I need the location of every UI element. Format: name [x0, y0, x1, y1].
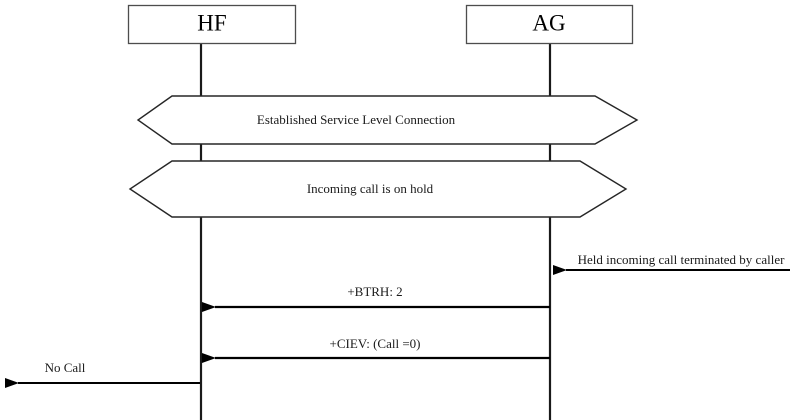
participant-label-hf: HF	[197, 10, 226, 35]
message-btrh: +BTRH: 2	[202, 284, 550, 312]
message-label-ciev: +CIEV: (Call =0)	[330, 336, 421, 351]
external-event-no-call: No Call	[4, 360, 200, 388]
frame-label-established: Established Service Level Connection	[257, 112, 456, 127]
message-label-btrh: +BTRH: 2	[347, 284, 402, 299]
participant-box-hf[interactable]: HF	[127, 4, 297, 45]
frame-incoming-call-on-hold: Incoming call is on hold	[128, 160, 628, 218]
frame-established-service-level-connection: Established Service Level Connection	[136, 95, 639, 145]
participant-label-ag: AG	[532, 10, 565, 35]
message-ciev: +CIEV: (Call =0)	[202, 336, 550, 363]
external-event-caller-terminated: Held incoming call terminated by caller	[553, 252, 790, 275]
participant-box-ag[interactable]: AG	[465, 4, 634, 45]
external-event-label-caller-terminated: Held incoming call terminated by caller	[578, 252, 786, 267]
frame-label-on-hold: Incoming call is on hold	[307, 181, 434, 196]
external-event-label-no-call: No Call	[45, 360, 86, 375]
